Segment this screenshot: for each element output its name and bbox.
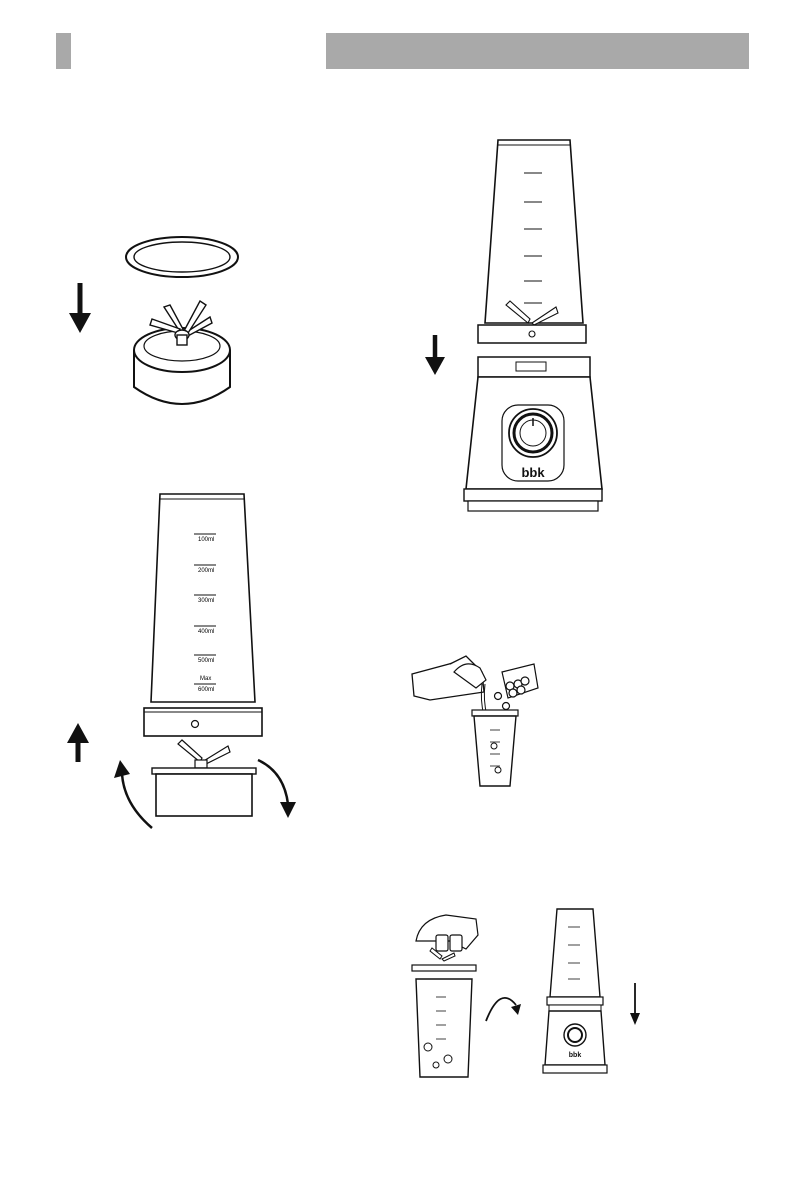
rotate-left-arrow-icon	[114, 760, 152, 828]
figure-add-ingredients	[410, 650, 545, 790]
jar	[472, 710, 518, 786]
up-arrow-icon	[67, 723, 89, 762]
down-arrow-icon	[69, 283, 91, 333]
motor-base	[543, 997, 607, 1073]
jar-mark-3: 300ml	[198, 598, 214, 604]
jar-mark-6: 600ml	[198, 687, 214, 693]
header-left-tab	[56, 33, 71, 69]
blade-base	[152, 768, 256, 816]
figure-jar-removal: 100ml 200ml 300ml 400ml 500ml Max 600ml	[60, 490, 305, 830]
jar-collar	[144, 708, 262, 736]
jar-mark-4: 400ml	[198, 629, 214, 635]
speed-knob	[509, 409, 557, 457]
down-arrow-icon	[425, 335, 445, 375]
jar-mark-1: 100ml	[198, 537, 214, 543]
cup-with-berries	[495, 664, 539, 710]
jar-collar	[478, 325, 586, 343]
hand-icon	[416, 915, 478, 951]
blade-icon	[178, 740, 230, 768]
figure-flip-and-mount: bbk	[410, 905, 650, 1085]
curved-arrow-icon	[486, 998, 521, 1021]
jar	[412, 965, 476, 1077]
down-arrow-icon	[630, 983, 640, 1025]
jar-max-label: Max	[200, 676, 211, 682]
header-right-bar	[326, 33, 749, 69]
jar	[485, 140, 583, 323]
figure-mount-on-base: bbk	[420, 135, 610, 520]
jar-mark-2: 200ml	[198, 568, 214, 574]
jar	[550, 909, 600, 997]
brand-logo: bbk	[569, 1052, 582, 1059]
jar-mark-5: 500ml	[198, 658, 214, 664]
brand-logo: bbk	[521, 465, 545, 480]
rotate-right-arrow-icon	[258, 760, 296, 818]
figure-blade-assembly	[60, 225, 260, 425]
sealing-ring	[126, 237, 238, 277]
